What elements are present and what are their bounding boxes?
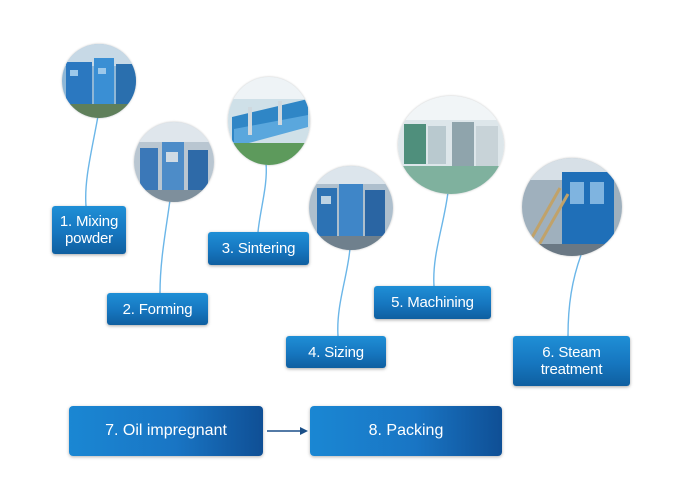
step-4-text: 4. Sizing <box>308 343 364 361</box>
step-6-text: 6. Steam treatment <box>540 344 603 378</box>
step-1-text: 1. Mixing powder <box>59 213 119 247</box>
connector-step-5 <box>433 191 449 287</box>
step-5-text: 5. Machining <box>391 294 474 311</box>
oil-impregnant-box: 7. Oil impregnant <box>69 406 263 456</box>
arrow-head <box>300 427 308 435</box>
machining-photo <box>398 96 504 194</box>
oil-impregnant-text: 7. Oil impregnant <box>105 422 227 439</box>
sintering-photo <box>228 77 310 165</box>
connector-step-2 <box>159 199 171 294</box>
connector-step-6 <box>567 254 582 337</box>
steam-treatment-photo <box>522 158 622 256</box>
step-1-label: 1. Mixing powder <box>52 206 126 254</box>
step-3-text: 3. Sintering <box>221 240 296 257</box>
packing-text: 8. Packing <box>368 422 444 439</box>
connector-step-1 <box>84 115 99 207</box>
packing-box: 8. Packing <box>310 406 502 456</box>
step-6-label: 6. Steam treatment <box>513 336 630 386</box>
connector-step-4 <box>337 247 351 337</box>
step-5-label: 5. Machining <box>374 286 491 319</box>
step-2-text: 2. Forming <box>122 300 193 318</box>
step-2-label: 2. Forming <box>107 293 208 325</box>
mixing-powder-photo <box>62 44 136 118</box>
step-3-label: 3. Sintering <box>208 232 309 265</box>
forming-photo <box>134 122 214 202</box>
step-4-label: 4. Sizing <box>286 336 386 368</box>
sizing-photo <box>309 166 393 250</box>
connector-step-3 <box>257 162 268 233</box>
